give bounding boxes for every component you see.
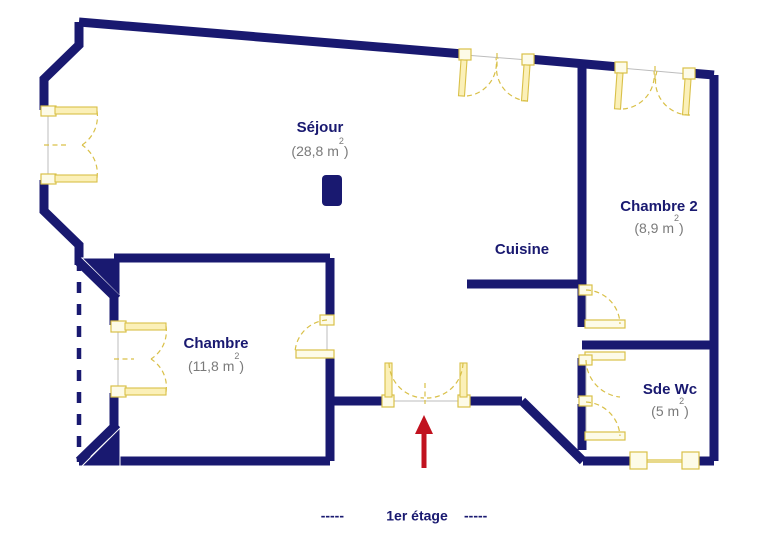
door-chambre-interior[interactable] [294, 314, 335, 359]
window-sejour-top-double[interactable] [457, 48, 535, 102]
door-sdewc-upper[interactable] [578, 351, 626, 398]
wall-diagonal-entry [518, 397, 587, 465]
room-area-sde-wc-sup: 2 [679, 396, 684, 406]
room-area-sde-wc-close: ) [684, 403, 689, 419]
room-name-sejour: Séjour [297, 119, 344, 136]
window-chambre2-top-double[interactable] [613, 61, 696, 116]
wall-chamfer-bottom-edge [75, 420, 121, 465]
room-area-sde-wc-value: (5 m [651, 403, 679, 419]
wall-top-mid-segment [528, 54, 620, 72]
room-area-chambre-2: (8,9 m2) [634, 213, 683, 235]
room-area-sde-wc: (5 m2) [651, 396, 689, 418]
wall-chamfer-top-edge [75, 258, 121, 303]
room-area-sejour-close: ) [344, 143, 349, 159]
corner-chamfer-bottom [80, 426, 121, 467]
window-sdewc-bottom[interactable] [629, 451, 700, 470]
room-area-chambre: (11,8 m2) [188, 351, 244, 373]
caption-dash-left: ----- [321, 508, 345, 524]
caption-label: 1er étage [386, 508, 448, 524]
door-chambre2[interactable] [578, 284, 626, 329]
room-area-chambre-2-close: ) [679, 220, 684, 236]
room-label-sde-wc: Sde Wc (5 m2) [643, 381, 697, 419]
door-chambre-exterior-double[interactable] [110, 320, 167, 398]
room-label-chambre-2: Chambre 2 (8,9 m2) [620, 198, 698, 236]
room-name-chambre: Chambre [183, 335, 248, 352]
wall-top-left-segment [78, 17, 464, 59]
entrance-arrow-head [415, 415, 433, 434]
room-label-chambre: Chambre (11,8 m2) [183, 335, 248, 374]
room-area-chambre-value: (11,8 m [188, 358, 234, 374]
entrance-arrow [415, 415, 433, 468]
room-name-chambre-2: Chambre 2 [620, 198, 698, 215]
room-area-chambre-close: ) [239, 358, 244, 374]
room-area-sejour-value: (28,8 m [291, 143, 338, 159]
room-area-chambre-sup: 2 [234, 351, 239, 361]
caption-dash-right: ----- [464, 508, 488, 524]
room-area-sejour: (28,8 m2) [291, 136, 348, 158]
wall-left-upper-jog [39, 22, 84, 110]
room-area-sejour-sup: 2 [339, 136, 344, 146]
room-name-sde-wc: Sde Wc [643, 381, 697, 398]
door-sejour-exterior-double[interactable] [40, 105, 99, 185]
room-label-cuisine: Cuisine [495, 241, 549, 258]
room-area-chambre-2-sup: 2 [674, 213, 679, 223]
wall-left-lower-jog [39, 180, 84, 265]
room-area-chambre-2-value: (8,9 m [634, 220, 674, 236]
room-label-sejour: Séjour (28,8 m2) [291, 119, 348, 159]
floor-caption: ----- 1er étage ----- [321, 508, 488, 524]
door-sdewc-lower[interactable] [578, 395, 626, 441]
sejour-pillar-fixture [322, 175, 342, 206]
exterior-walls [39, 17, 719, 467]
door-entrance-double[interactable] [381, 362, 471, 408]
room-name-cuisine: Cuisine [495, 241, 549, 258]
